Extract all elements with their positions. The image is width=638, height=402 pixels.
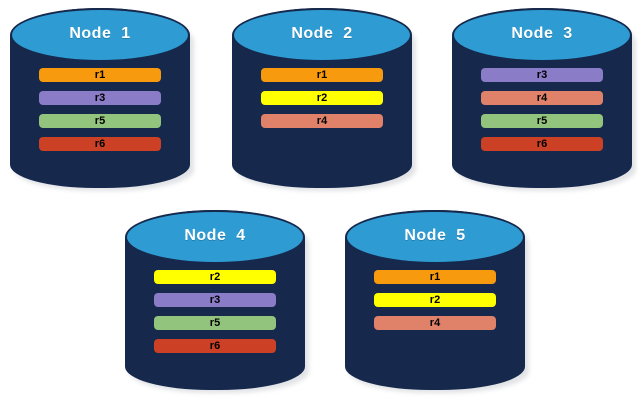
replica-bar[interactable]: r4 — [374, 316, 496, 330]
database-node[interactable]: Node 5 r1 r2 r4 — [345, 210, 529, 393]
replica-list: r1 r2 r4 — [232, 68, 412, 128]
replica-bar[interactable]: r5 — [481, 114, 603, 128]
replica-bar[interactable]: r5 — [154, 316, 276, 330]
replica-bar[interactable]: r3 — [481, 68, 603, 82]
replica-bar[interactable]: r1 — [374, 270, 496, 284]
database-node[interactable]: Node 4 r2 r3 r5 r6 — [125, 210, 309, 393]
node-label: Node 5 — [404, 227, 466, 244]
cylinder-top-ellipse — [125, 210, 305, 264]
replica-bar[interactable]: r5 — [39, 114, 161, 128]
node-label: Node 3 — [511, 25, 573, 42]
database-node[interactable]: Node 2 r1 r2 r4 — [232, 8, 416, 191]
replica-bar[interactable]: r6 — [39, 137, 161, 151]
replica-bar[interactable]: r1 — [39, 68, 161, 82]
replica-bar[interactable]: r2 — [154, 270, 276, 284]
replica-bar[interactable]: r4 — [261, 114, 383, 128]
node-label: Node 4 — [184, 227, 246, 244]
replica-bar[interactable]: r6 — [481, 137, 603, 151]
replica-bar[interactable]: r2 — [261, 91, 383, 105]
cylinder-top-ellipse — [10, 8, 190, 62]
replica-list: r3 r4 r5 r6 — [452, 68, 632, 151]
replica-bar[interactable]: r3 — [39, 91, 161, 105]
replica-bar[interactable]: r4 — [481, 91, 603, 105]
cylinder-top-ellipse — [232, 8, 412, 62]
replica-bar[interactable]: r6 — [154, 339, 276, 353]
replica-bar[interactable]: r1 — [261, 68, 383, 82]
node-label: Node 1 — [69, 25, 131, 42]
node-label: Node 2 — [291, 25, 353, 42]
replica-list: r2 r3 r5 r6 — [125, 270, 305, 353]
replica-bar[interactable]: r2 — [374, 293, 496, 307]
cylinder-top-ellipse — [345, 210, 525, 264]
replica-list: r1 r2 r4 — [345, 270, 525, 330]
database-node[interactable]: Node 1 r1 r3 r5 r6 — [10, 8, 194, 191]
replica-list: r1 r3 r5 r6 — [10, 68, 190, 151]
cylinder-top-ellipse — [452, 8, 632, 62]
database-node[interactable]: Node 3 r3 r4 r5 r6 — [452, 8, 636, 191]
replica-bar[interactable]: r3 — [154, 293, 276, 307]
